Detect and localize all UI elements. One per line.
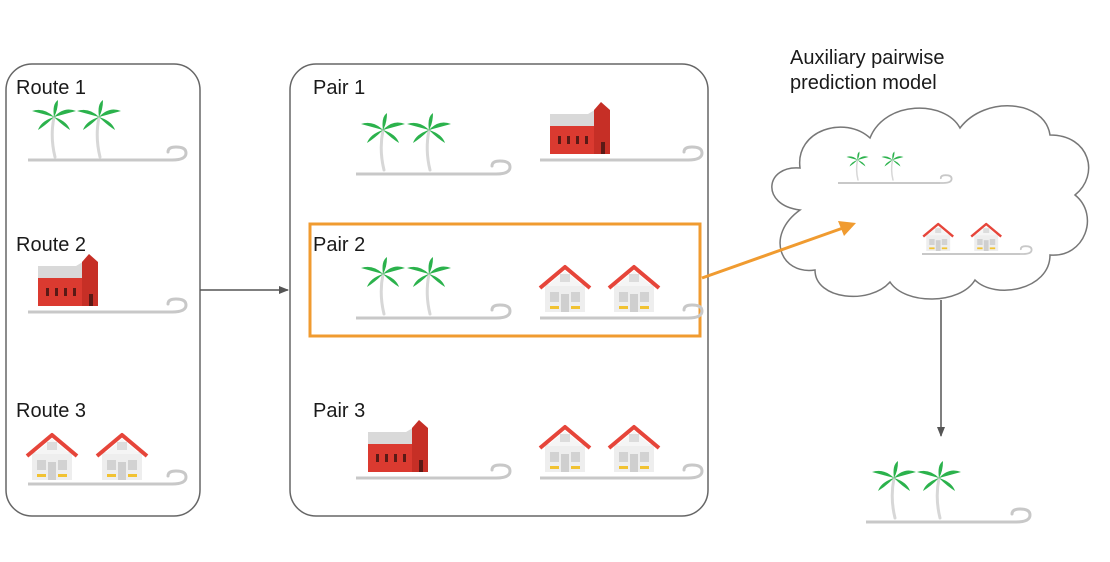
palm-tree-icon (359, 111, 407, 172)
pairs-panel (289, 63, 709, 517)
white-house-icon (607, 265, 661, 314)
palm-tree-icon (75, 98, 123, 159)
pair-3-scene (356, 420, 704, 480)
pair-2-scene (356, 255, 704, 320)
pair-to-model-arrow (701, 226, 844, 280)
model-title-line-1: Auxiliary pairwise (790, 47, 945, 69)
route-1-label: Route 1 (16, 77, 87, 99)
output-scene (866, 459, 1032, 524)
white-house-icon (607, 425, 661, 474)
route-3-label: Route 3 (16, 400, 87, 422)
pair-to-model-arrowhead (838, 221, 856, 236)
pair-2-label: Pair 2 (313, 234, 366, 256)
palm-tree-icon (405, 255, 453, 316)
red-barn-icon (550, 102, 610, 154)
route-2-label: Route 2 (16, 234, 87, 256)
white-house-icon (538, 265, 592, 314)
model-title: Auxiliary pairwise prediction model (790, 46, 945, 96)
red-barn-icon (38, 254, 98, 306)
model-title-line-2: prediction model (790, 72, 937, 94)
white-house-icon (538, 425, 592, 474)
pair-3-label: Pair 3 (313, 400, 366, 422)
pair-1-label: Pair 1 (313, 77, 366, 99)
model-cloud-shape (771, 105, 1090, 300)
pair-2-highlight-box (308, 222, 702, 338)
white-house-icon (95, 433, 149, 482)
pair-1-scene (356, 102, 704, 176)
cloud-palm-scene (838, 150, 953, 184)
palm-tree-icon (359, 255, 407, 316)
red-barn-icon (368, 420, 428, 472)
cloud-house-scene (922, 222, 1033, 255)
palm-tree-icon (30, 98, 78, 159)
white-house-icon (25, 433, 79, 482)
palm-tree-icon (915, 459, 963, 520)
route-3-scene (25, 433, 188, 486)
palm-tree-icon (870, 459, 918, 520)
palm-tree-icon (405, 111, 453, 172)
route-2-scene (28, 254, 188, 314)
route-1-scene (28, 98, 188, 162)
